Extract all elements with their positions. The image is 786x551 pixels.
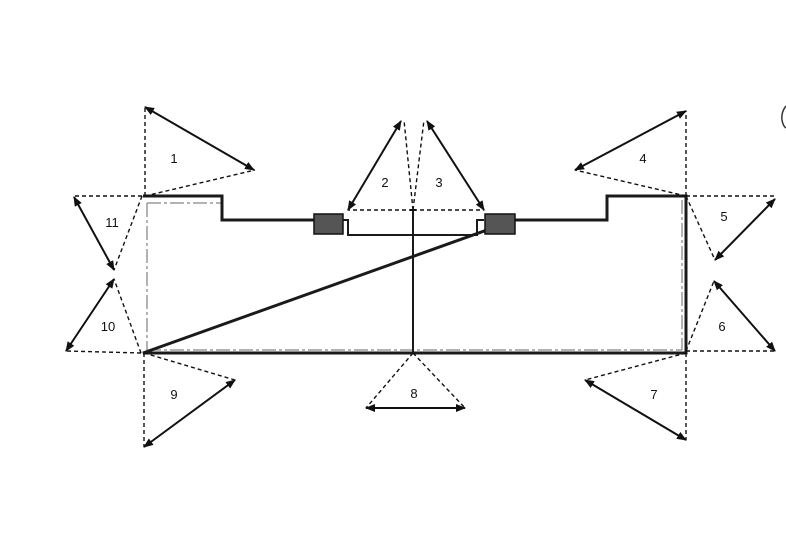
right-component-pad <box>484 213 516 235</box>
region-label-10: 10 <box>101 319 115 334</box>
region-label-9: 9 <box>170 387 177 402</box>
region-label-8: 8 <box>410 386 417 401</box>
region-label-3: 3 <box>435 175 442 190</box>
arrow-region-11 <box>73 196 115 271</box>
region-label-6: 6 <box>718 319 725 334</box>
region-label-7: 7 <box>650 387 657 402</box>
region-label-5: 5 <box>720 209 727 224</box>
arrow-region-5 <box>714 198 776 261</box>
region-labels: 1 2 3 4 5 6 7 8 9 10 11 <box>101 151 728 402</box>
arrow-region-10 <box>65 278 115 352</box>
arrow-region-3 <box>426 120 485 211</box>
arrow-region-1 <box>144 106 255 171</box>
device-outline <box>142 194 688 355</box>
arrow-region-9 <box>143 379 236 448</box>
arrow-region-2 <box>347 120 402 211</box>
region-label-1: 1 <box>170 151 177 166</box>
region-label-11: 11 <box>105 215 119 230</box>
arrow-region-6 <box>713 280 776 352</box>
sector-arrows <box>65 106 776 448</box>
ghost-outline <box>146 200 683 351</box>
region-label-4: 4 <box>639 151 646 166</box>
region-label-2: 2 <box>381 175 388 190</box>
arrow-region-4 <box>574 110 687 171</box>
edge-glyph-fragment <box>781 105 786 129</box>
left-component-pad <box>313 213 344 235</box>
arrow-region-7 <box>584 379 687 441</box>
